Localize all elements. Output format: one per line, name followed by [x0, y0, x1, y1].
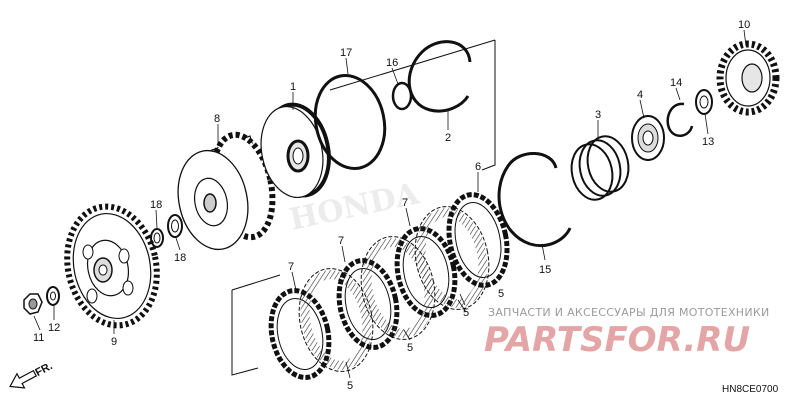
washer-18-rear — [167, 214, 183, 238]
clutch-plate-7-middle — [336, 258, 400, 350]
callout-7-middle: 7 — [338, 235, 344, 247]
callout-9: 9 — [111, 336, 117, 348]
seal-ring-17 — [313, 73, 387, 171]
clutch-plate-7-front — [268, 288, 332, 380]
snap-ring-2 — [407, 40, 472, 113]
callout-17: 17 — [340, 47, 352, 59]
washer-18-front — [150, 228, 164, 248]
callout-4: 4 — [637, 89, 643, 101]
callout-13: 13 — [702, 136, 714, 148]
clutch-piston-1 — [260, 102, 331, 199]
callout-1: 1 — [290, 81, 296, 93]
watermark-tagline: ЗАПЧАСТИ И АКСЕССУАРЫ ДЛЯ МОТОТЕХНИКИ — [488, 306, 770, 319]
callout-3: 3 — [595, 109, 601, 121]
callout-7-rear: 7 — [402, 197, 408, 209]
diagram-code: HN8CE0700 — [722, 384, 779, 395]
spring-3 — [570, 135, 630, 201]
callout-6: 6 — [475, 161, 481, 173]
callout-5-far-right: 5 — [498, 288, 504, 300]
spring-seat-4 — [631, 115, 665, 161]
callout-18-top: 18 — [150, 199, 162, 211]
callout-16: 16 — [386, 57, 398, 69]
gear-9 — [64, 203, 160, 329]
callout-14: 14 — [670, 77, 682, 89]
callout-15: 15 — [539, 264, 551, 276]
callout-11: 11 — [33, 332, 44, 344]
front-label: FR. — [33, 360, 54, 379]
front-direction-arrow: FR. — [9, 360, 55, 389]
leader-lines — [33, 29, 747, 379]
callout-18-bottom: 18 — [174, 252, 186, 264]
callout-12: 12 — [48, 322, 60, 334]
clutch-disc-5-rear — [414, 206, 490, 310]
callout-5-middle: 5 — [407, 342, 413, 354]
callout-7-front: 7 — [288, 261, 294, 273]
washer-12 — [46, 286, 60, 306]
arrow-icon — [9, 369, 38, 389]
callout-labels: 1 2 3 4 5 5 5 5 6 7 7 7 8 9 10 11 12 13 … — [33, 19, 750, 392]
callout-5-bottom: 5 — [347, 380, 353, 392]
watermark-brand: PARTSFOR.RU — [484, 320, 750, 360]
circlip-14 — [666, 102, 694, 138]
gear-10 — [716, 40, 780, 116]
snap-ring-15 — [497, 152, 572, 247]
washer-13 — [695, 89, 713, 115]
end-plate-6 — [446, 192, 510, 288]
callout-2: 2 — [445, 132, 451, 144]
callout-5-right: 5 — [463, 307, 469, 319]
nut-11 — [23, 293, 43, 315]
callout-8: 8 — [214, 113, 220, 125]
clutch-outer-drum-8 — [177, 131, 276, 251]
callout-10: 10 — [738, 19, 750, 31]
